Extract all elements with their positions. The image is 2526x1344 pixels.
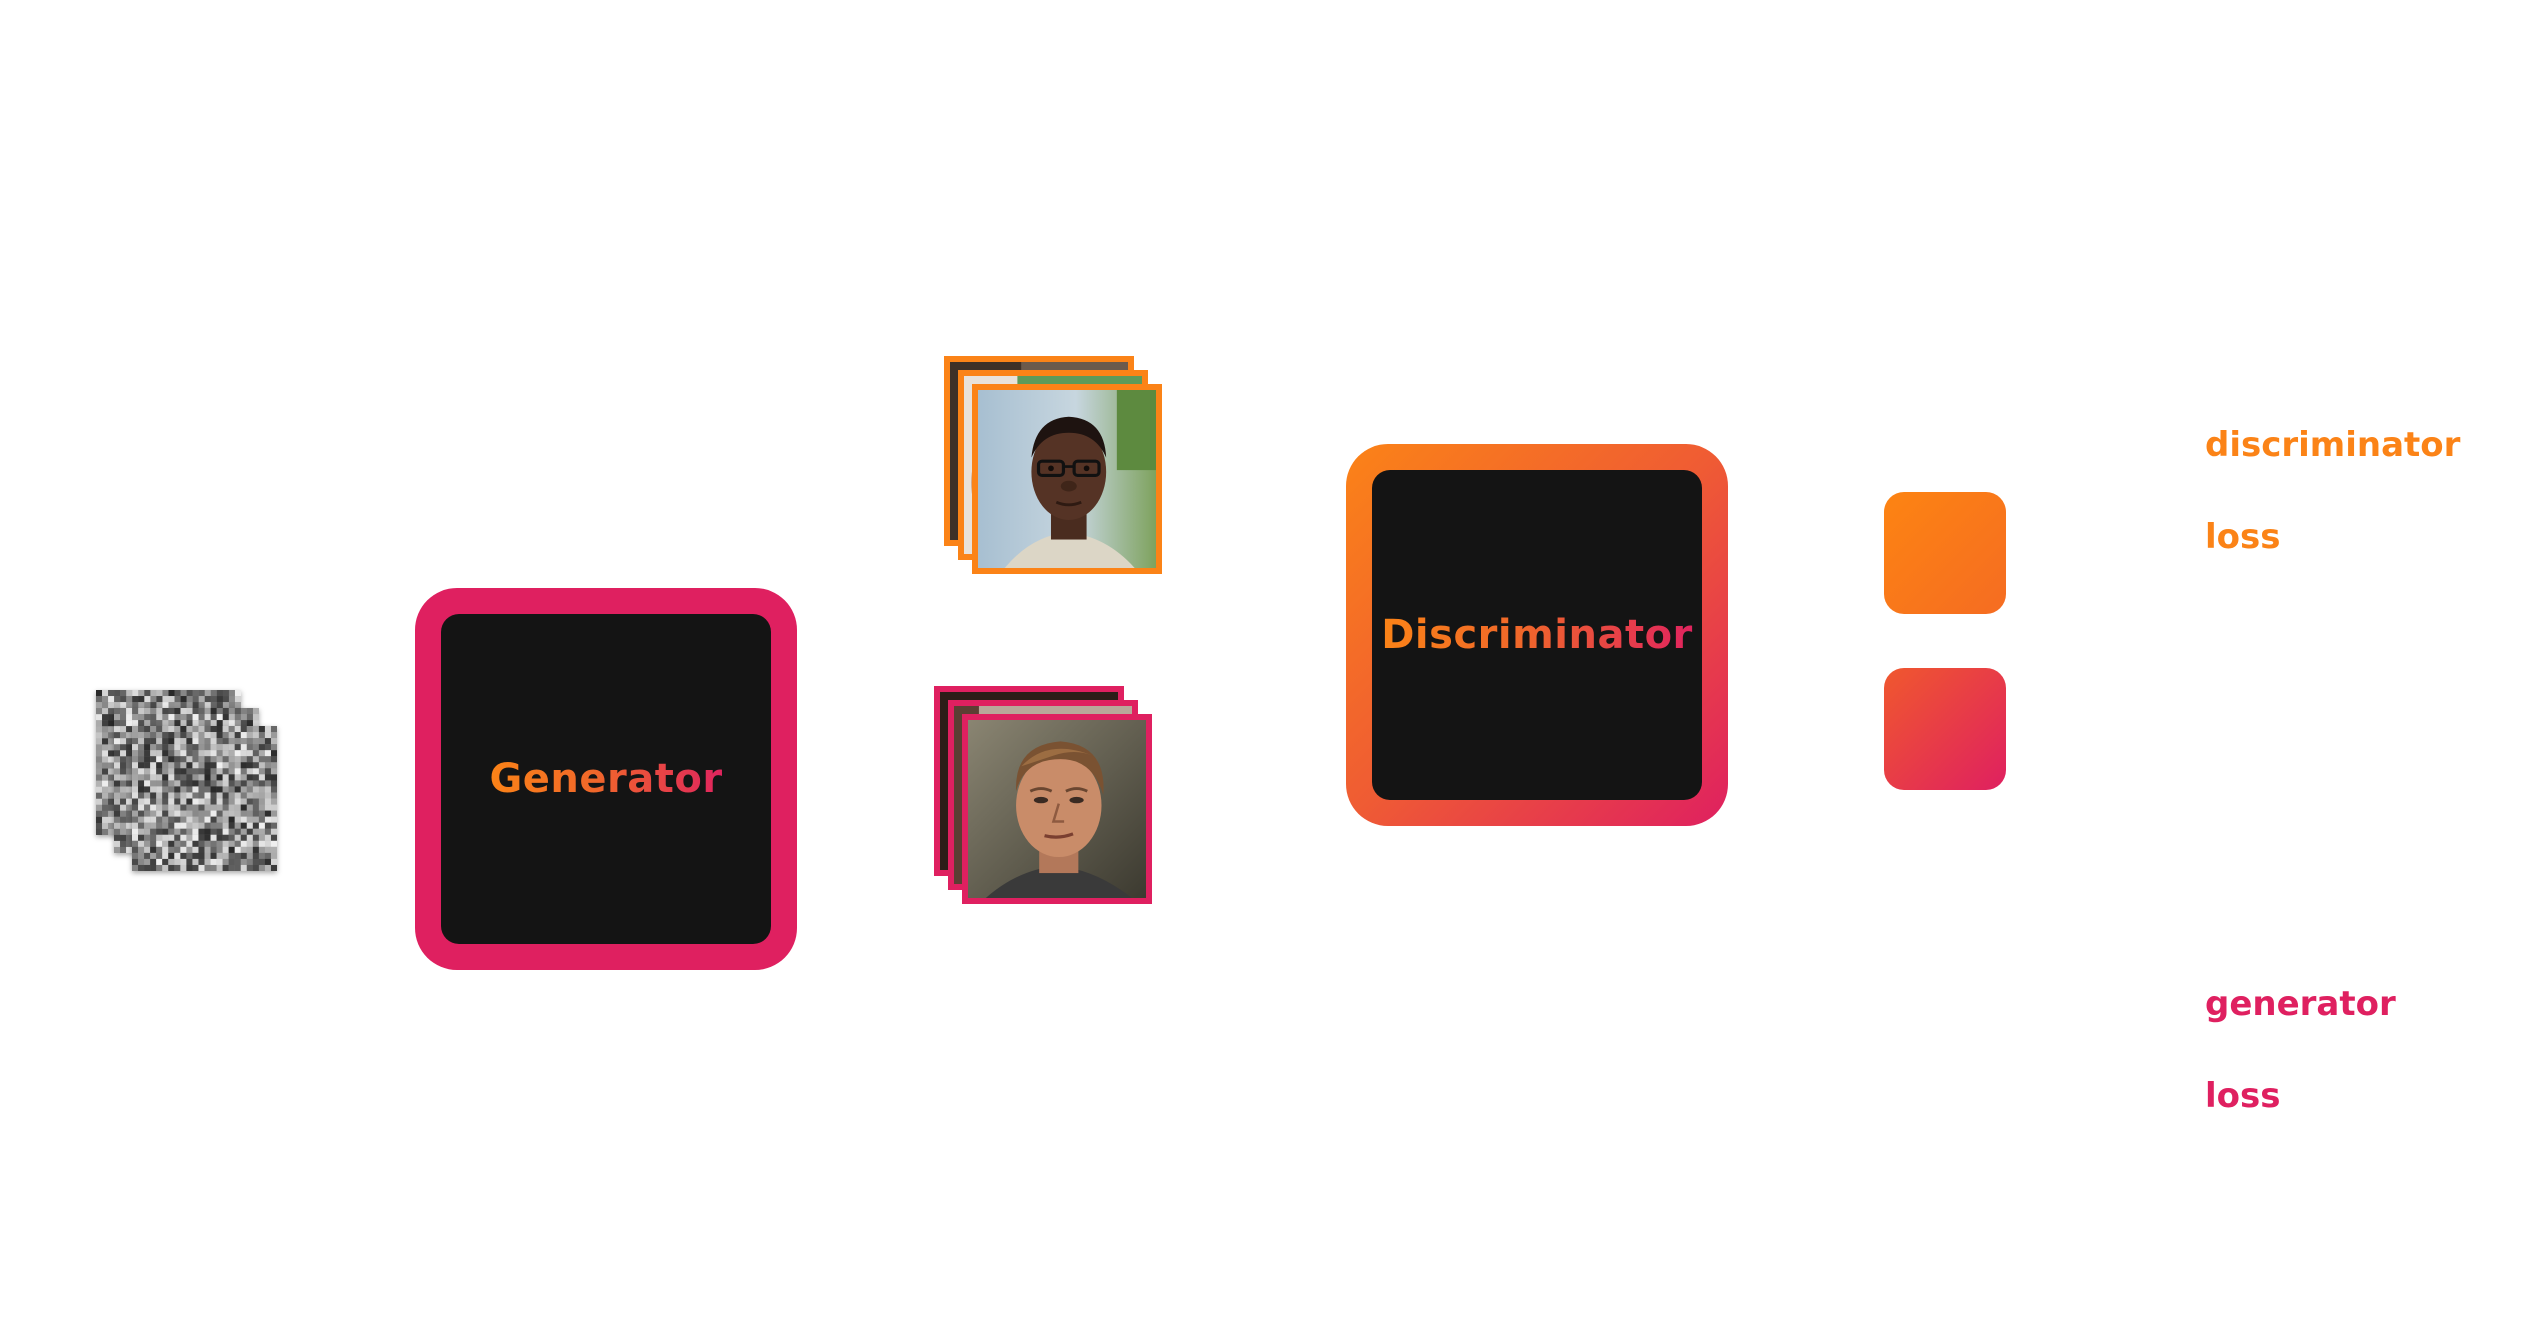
generator-inner: Generator — [441, 614, 771, 944]
generator-box: Generator — [415, 588, 797, 970]
fake-output-square — [1884, 668, 2006, 790]
noise-image-front — [132, 726, 277, 871]
discriminator-loss-line1: discriminator — [2205, 425, 2461, 465]
generator-loss-line2: loss — [2205, 1076, 2281, 1116]
discriminator-label: Discriminator — [1381, 612, 1693, 658]
noise-input-stack — [96, 690, 286, 880]
real-images-stack — [944, 356, 1174, 586]
discriminator-box: Discriminator — [1346, 444, 1728, 826]
discriminator-inner: Discriminator — [1372, 470, 1702, 800]
generated-photo-front — [962, 714, 1152, 904]
discriminator-loss-line2: loss — [2205, 517, 2281, 557]
generator-label: Generator — [489, 756, 723, 802]
generator-loss-label: generator loss — [2205, 935, 2396, 1165]
discriminator-loss-label: discriminator loss — [2205, 376, 2460, 606]
generator-loss-line1: generator — [2205, 984, 2396, 1024]
generated-images-stack — [934, 686, 1164, 916]
real-output-square — [1884, 492, 2006, 614]
real-photo-front — [972, 384, 1162, 574]
